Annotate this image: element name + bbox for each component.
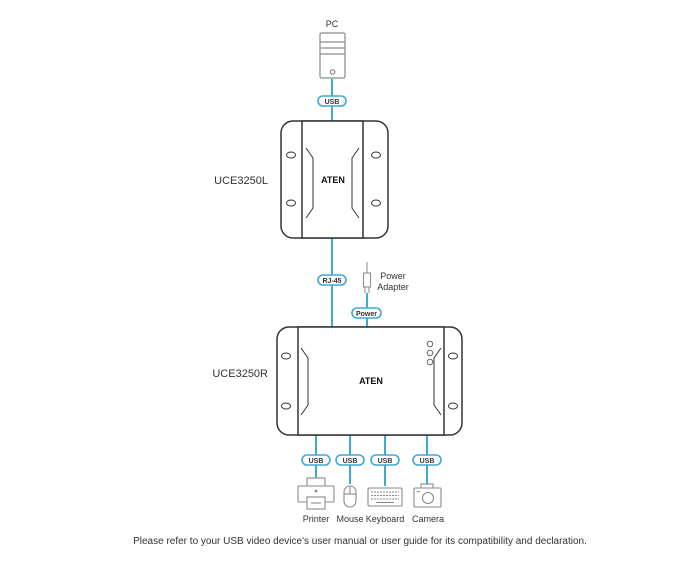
power-adapter-label-1: Power (380, 271, 406, 281)
mouse-icon (343, 485, 357, 508)
camera-label: Camera (412, 514, 444, 524)
rj45-pill: RJ-45 (322, 278, 341, 285)
uce3250l-label: UCE3250L (214, 175, 268, 187)
uce3250r-label: UCE3250R (212, 368, 268, 380)
footer-note: Please refer to your USB video device's … (133, 536, 587, 547)
power-adapter-icon (363, 262, 371, 293)
printer-label: Printer (303, 514, 330, 524)
printer-icon (297, 477, 335, 510)
pc-tower-icon (319, 32, 346, 79)
camera-icon (413, 483, 442, 508)
usb-pill-mouse: USB (343, 458, 358, 465)
keyboard-icon (367, 487, 403, 507)
keyboard-label: Keyboard (366, 514, 405, 524)
brand-logo-remote: ATEN (359, 376, 383, 386)
usb-pill-camera: USB (420, 458, 435, 465)
usb-pill-printer: USB (309, 458, 324, 465)
uce3250l-device (280, 120, 389, 239)
led-indicators-icon (426, 340, 434, 366)
usb-pill-pc: USB (325, 99, 340, 106)
usb-pill-keyboard: USB (378, 458, 393, 465)
power-adapter-label-2: Adapter (377, 282, 409, 292)
connector-pills (301, 95, 442, 466)
mouse-label: Mouse (336, 514, 363, 524)
power-pill: Power (356, 311, 377, 318)
brand-logo-local: ATEN (321, 175, 345, 185)
pc-label: PC (326, 19, 339, 29)
uce3250r-device (276, 326, 463, 436)
